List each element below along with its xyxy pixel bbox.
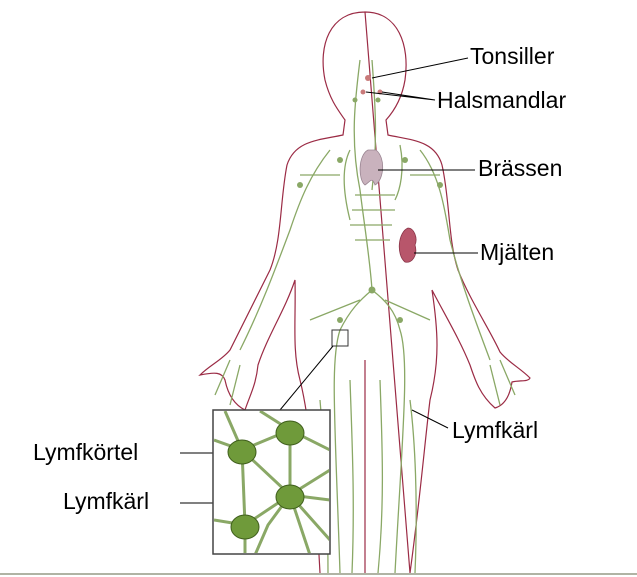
label-lymph-vessels-inset: Lymfkärl [63,488,150,514]
inset-source-box [331,329,349,347]
body-lymph-nodes [297,97,443,323]
label-lymph-node-inset: Lymfkörtel [33,439,139,465]
inset-magnified-view [212,409,331,555]
label-thymus: Brässen [478,155,563,181]
label-adenoids: Halsmandlar [437,87,567,113]
label-spleen: Mjälten [480,239,555,265]
label-lymph-vessels-body: Lymfkärl [452,417,539,443]
body-outline [198,11,531,574]
thymus [359,149,384,186]
tonsil [365,75,371,81]
label-tonsils: Tonsiller [470,43,555,69]
spleen [398,227,417,263]
adenoid [360,89,366,95]
